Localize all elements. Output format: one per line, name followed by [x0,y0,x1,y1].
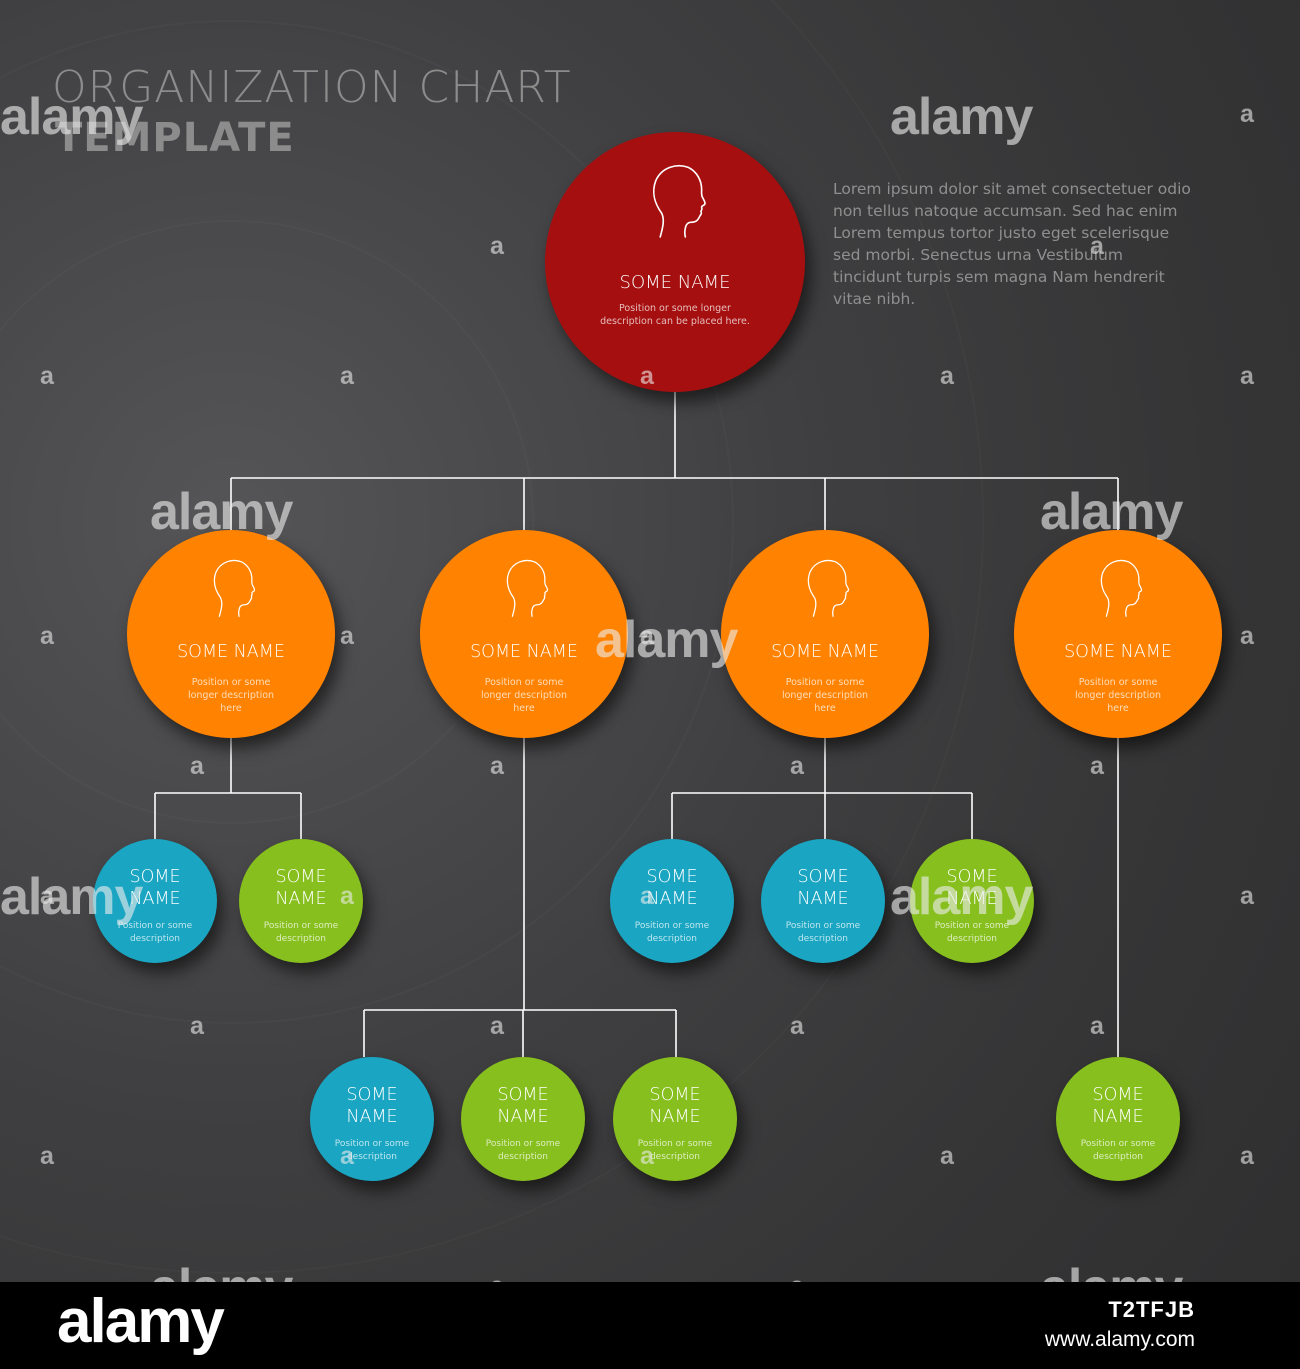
title-line-2: TEMPLATE [55,115,295,161]
chart-canvas: ORGANIZATION CHART TEMPLATE Lorem ipsum … [0,0,1300,1282]
node-c1: SOME NAME Position or some description [93,839,217,963]
watermark-letter: a [340,622,354,650]
watermark-letter: a [640,1142,654,1170]
watermark-letter: a [40,362,54,390]
node-description: Position or some description [485,1139,561,1162]
watermark-letter: a [40,882,54,910]
watermark-letter: a [640,882,654,910]
node-description: Position or some description [117,921,193,944]
watermark-letter: a [40,622,54,650]
node-name: SOME NAME [646,867,698,909]
node-name: SOME NAME [129,867,181,909]
node-name: SOME NAME [946,867,998,909]
image-id: T2TFJB [1108,1297,1195,1322]
node-name: SOME NAME [1092,1085,1144,1127]
node-root: SOME NAME Position or some longer descrip… [545,132,805,392]
node-name: SOME NAME [797,867,849,909]
title-line-1: ORGANIZATION CHART [52,62,572,113]
watermark-letter: a [640,362,654,390]
watermark-letter: a [1240,882,1254,910]
node-c3: SOME NAME Position or some description [610,839,734,963]
watermark-letter: a [1090,752,1104,780]
watermark-letter: a [190,1012,204,1040]
node-m1: SOME NAME Position or some longer descrip… [127,530,335,738]
node-m2: SOME NAME Position or some longer descrip… [420,530,628,738]
watermark: alamy [890,88,1033,146]
node-description: Position or some description [263,921,339,944]
node-name: SOME NAME [649,1085,701,1127]
watermark-letter: a [1090,232,1104,260]
watermark-letter: a [490,1012,504,1040]
node-description: Position or some description [1080,1139,1156,1162]
watermark: alamy [890,868,1033,926]
node-description: Position or some description [334,1139,410,1162]
footer-logo: alamy [57,1287,225,1356]
watermark-letter: a [1090,1012,1104,1040]
watermark-letter: a [340,1142,354,1170]
watermark: alamy [595,611,738,669]
node-name: SOME NAME [275,867,327,909]
watermark-letter: a [640,622,654,650]
watermark-letter: a [940,1142,954,1170]
watermark-letter: a [340,362,354,390]
node-m3: SOME NAME Position or some longer descrip… [721,530,929,738]
node-name: SOME NAME [619,272,731,293]
head-profile-icon [796,556,854,624]
node-c7: SOME NAME Position or some description [461,1057,585,1181]
node-description: Position or some longer description can … [600,303,750,327]
watermark: alamy [150,483,293,541]
watermark: alamy [0,868,143,926]
node-c4: SOME NAME Position or some description [761,839,885,963]
watermark-letter: a [1240,1142,1254,1170]
watermark: alamy [150,1258,293,1282]
watermark-letter: a [490,752,504,780]
watermark: alamy [0,88,143,146]
node-name: SOME NAME [497,1085,549,1127]
node-m4: SOME NAME Position or some longer descrip… [1014,530,1222,738]
description-text: Lorem ipsum dolor sit amet consectetuer … [833,180,1191,308]
head-profile-icon [495,556,553,624]
node-description: Position or some description [934,921,1010,944]
head-profile-icon [1089,556,1147,624]
node-name: SOME NAME [177,642,285,662]
head-profile-icon [202,556,260,624]
watermark: alamy [1040,483,1183,541]
footer-bar [0,1282,1300,1369]
node-c5: SOME NAME Position or some description [910,839,1034,963]
node-description: Position or some longer description here [1074,677,1162,714]
node-description: Position or some longer description here [480,677,568,714]
watermark-letter: a [1240,100,1254,128]
watermark: alamy [1040,1258,1183,1282]
footer-url: www.alamy.com [1044,1328,1195,1351]
watermark-letter: a [340,882,354,910]
node-description: Position or some description [785,921,861,944]
watermark-letter: a [40,1142,54,1170]
node-c8: SOME NAME Position or some description [613,1057,737,1181]
node-name: SOME NAME [771,642,879,662]
watermark-letter: a [490,1272,504,1282]
watermark-letter: a [940,362,954,390]
watermark-letter: a [190,752,204,780]
head-profile-icon [638,160,712,245]
watermark-letter: a [790,752,804,780]
node-name: SOME NAME [470,642,578,662]
watermark-letter: a [790,1272,804,1282]
node-name: SOME NAME [346,1085,398,1127]
watermark-letter: a [1240,622,1254,650]
connector-lines [0,0,1300,1282]
watermark-letter: a [490,232,504,260]
watermark-letter: a [1240,362,1254,390]
node-description: Position or some description [637,1139,713,1162]
node-description: Position or some longer description here [187,677,275,714]
node-description: Position or some description [634,921,710,944]
watermark-letter: a [790,1012,804,1040]
node-c9: SOME NAME Position or some description [1056,1057,1180,1181]
node-c2: SOME NAME Position or some description [239,839,363,963]
node-description: Position or some longer description here [781,677,869,714]
node-c6: SOME NAME Position or some description [310,1057,434,1181]
node-name: SOME NAME [1064,642,1172,662]
